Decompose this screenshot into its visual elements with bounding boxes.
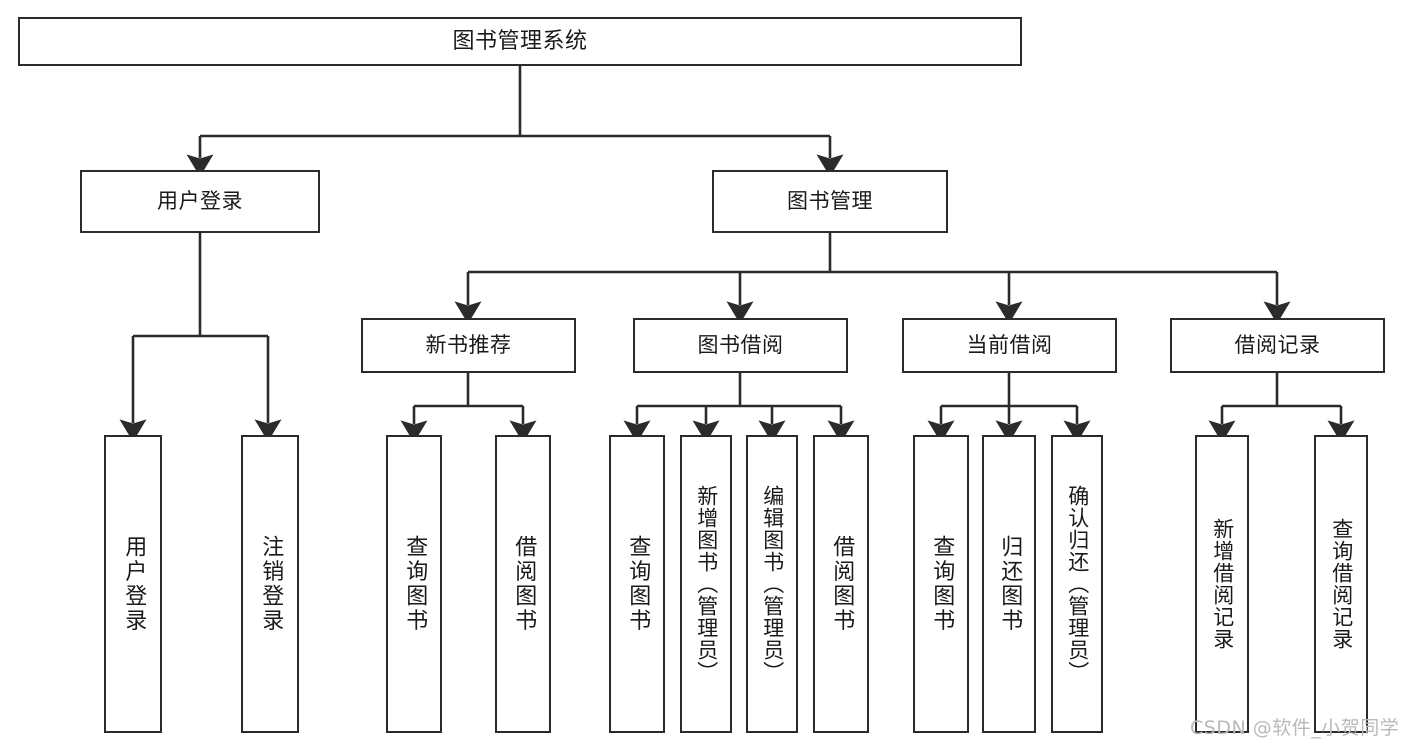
node-label: 查询图书	[625, 535, 651, 633]
node-label: 借阅图书	[511, 535, 537, 633]
node-new-book-recommend[interactable]: 新书推荐	[361, 318, 576, 373]
leaf-add-book-admin[interactable]: 新增图书（管理员）	[680, 435, 732, 733]
node-label: 注销登录	[258, 535, 284, 633]
leaf-user-logout[interactable]: 注销登录	[241, 435, 299, 733]
node-label: 新增图书（管理员）	[694, 485, 719, 683]
node-label: 新书推荐	[425, 333, 512, 358]
node-root-system[interactable]: 图书管理系统	[18, 17, 1022, 66]
node-label: 查询图书	[929, 535, 955, 633]
node-label: 借阅记录	[1234, 333, 1321, 358]
node-label: 借阅图书	[829, 535, 855, 633]
node-book-borrow[interactable]: 图书借阅	[633, 318, 848, 373]
node-label: 用户登录	[157, 189, 243, 214]
leaf-query-book-recommend[interactable]: 查询图书	[386, 435, 442, 733]
leaf-return-book[interactable]: 归还图书	[982, 435, 1036, 733]
leaf-edit-book-admin[interactable]: 编辑图书（管理员）	[746, 435, 798, 733]
node-current-borrow[interactable]: 当前借阅	[902, 318, 1117, 373]
node-label: 当前借阅	[966, 333, 1053, 358]
leaf-user-login[interactable]: 用户登录	[104, 435, 162, 733]
node-label: 编辑图书（管理员）	[760, 485, 785, 683]
node-label: 查询图书	[402, 535, 428, 633]
node-label: 新增借阅记录	[1210, 518, 1235, 650]
node-label: 图书借阅	[697, 333, 784, 358]
node-label: 图书管理	[787, 189, 873, 214]
node-borrow-record[interactable]: 借阅记录	[1170, 318, 1385, 373]
node-label: 查询借阅记录	[1329, 518, 1354, 650]
node-label: 用户登录	[121, 535, 147, 633]
leaf-query-book-borrow[interactable]: 查询图书	[609, 435, 665, 733]
node-user-login[interactable]: 用户登录	[80, 170, 320, 233]
leaf-confirm-return-admin[interactable]: 确认归还（管理员）	[1051, 435, 1103, 733]
leaf-borrow-book-borrow[interactable]: 借阅图书	[813, 435, 869, 733]
node-label: 确认归还（管理员）	[1065, 485, 1090, 683]
csdn-watermark: CSDN @软件_小贺同学	[1190, 717, 1400, 739]
leaf-add-borrow-record[interactable]: 新增借阅记录	[1195, 435, 1249, 733]
leaf-borrow-book-recommend[interactable]: 借阅图书	[495, 435, 551, 733]
leaf-query-book-current[interactable]: 查询图书	[913, 435, 969, 733]
node-label: 图书管理系统	[452, 28, 588, 54]
node-book-manage[interactable]: 图书管理	[712, 170, 948, 233]
leaf-query-borrow-record[interactable]: 查询借阅记录	[1314, 435, 1368, 733]
node-label: 归还图书	[997, 535, 1023, 633]
